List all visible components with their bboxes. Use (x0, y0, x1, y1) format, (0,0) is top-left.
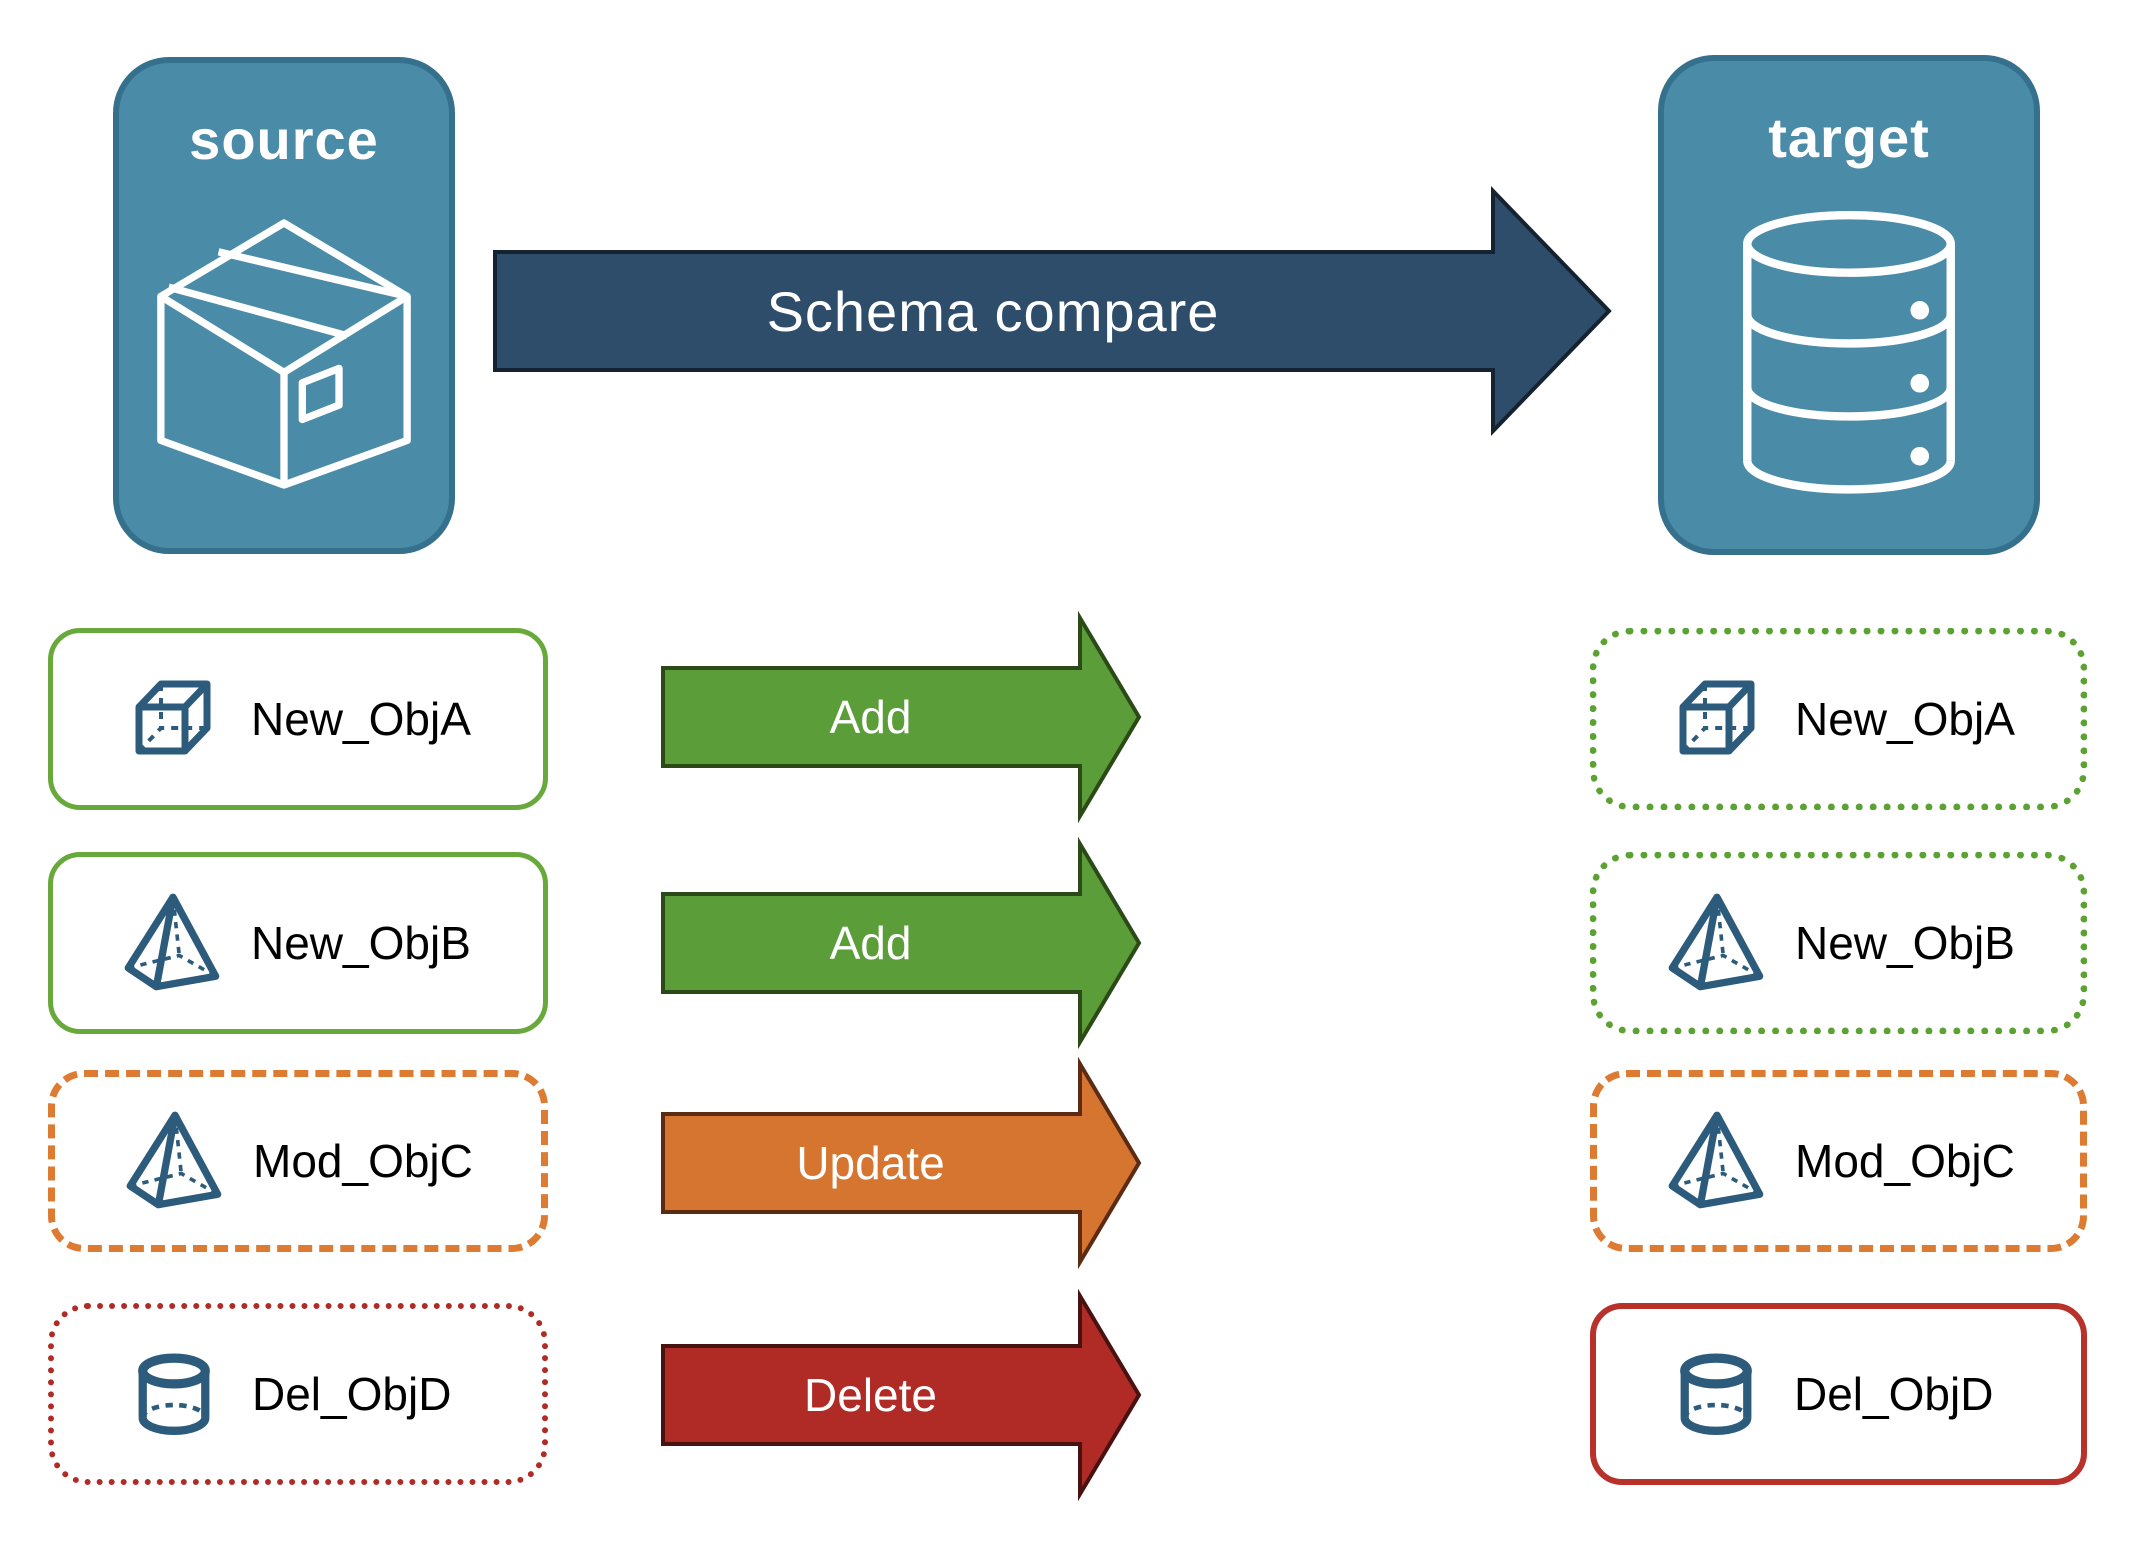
target-item-new-objb: New_ObjB (1590, 852, 2087, 1034)
target-item-del-objd: Del_ObjD (1590, 1303, 2087, 1485)
update-arrow-objc: Update (661, 1056, 1143, 1270)
target-item-mod-objc: Mod_ObjC (1590, 1070, 2087, 1252)
add-arrow-objb: Add (661, 836, 1143, 1050)
item-label: New_ObjB (1795, 917, 2015, 969)
pyramid-icon (119, 1109, 231, 1213)
item-label: New_ObjB (251, 917, 471, 969)
cube-icon (117, 669, 229, 769)
package-box-icon (153, 215, 415, 493)
schema-compare-arrow: Schema compare (493, 186, 1613, 436)
source-item-new-objb: New_ObjB (48, 852, 548, 1034)
target-panel: target (1658, 55, 2040, 555)
source-item-new-obja: New_ObjA (48, 628, 548, 810)
item-label: New_ObjA (1795, 693, 2015, 745)
delete-arrow-label: Delete (804, 1369, 937, 1421)
schema-compare-label: Schema compare (766, 279, 1220, 343)
pyramid-icon (1661, 891, 1773, 995)
target-item-new-obja: New_ObjA (1590, 628, 2087, 810)
target-label: target (1768, 106, 1930, 169)
cylinder-icon (1660, 1346, 1772, 1442)
item-label: Mod_ObjC (1795, 1135, 2015, 1187)
item-label: Del_ObjD (252, 1368, 452, 1420)
item-label: Mod_ObjC (253, 1135, 473, 1187)
schema-compare-arrow-shape (493, 186, 1612, 436)
source-item-del-objd: Del_ObjD (48, 1303, 548, 1485)
database-icon (1734, 208, 1964, 501)
pyramid-icon (1661, 1109, 1773, 1213)
cylinder-icon (118, 1346, 230, 1442)
item-label: New_ObjA (251, 693, 471, 745)
delete-arrow-objd: Delete (661, 1288, 1143, 1502)
add-arrow-label: Add (829, 917, 912, 969)
pyramid-icon (117, 891, 229, 995)
update-arrow-label: Update (796, 1137, 945, 1189)
source-item-mod-objc: Mod_ObjC (48, 1070, 548, 1252)
add-arrow-label: Add (829, 691, 912, 743)
add-arrow-obja: Add (661, 610, 1143, 824)
cube-icon (1661, 669, 1773, 769)
source-label: source (189, 108, 379, 171)
source-panel: source (113, 57, 455, 554)
item-label: Del_ObjD (1794, 1368, 1994, 1420)
